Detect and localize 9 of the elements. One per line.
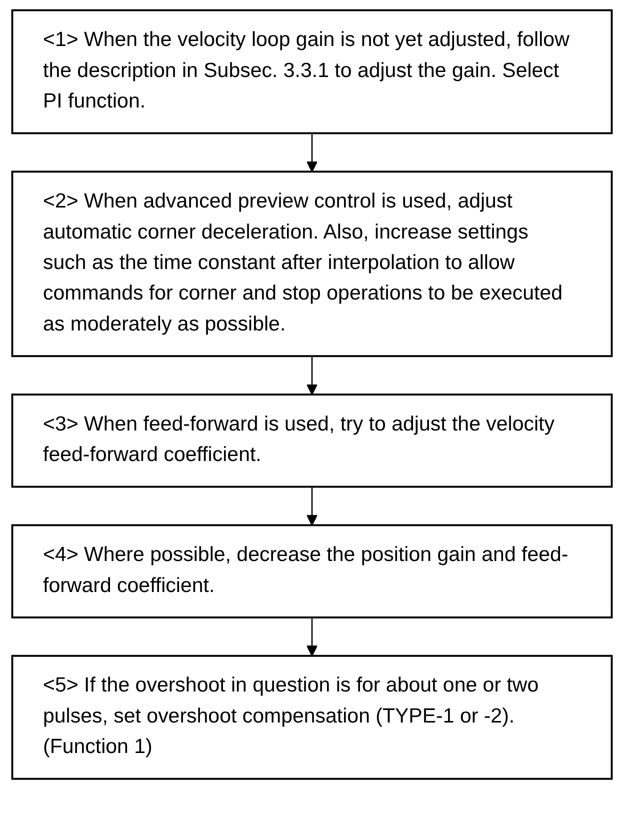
node-box: <1> When the velocity loop gain is not yet adjusted, follow the description in Subsec. 3.3.1 to adjust the gain. Select PI function.: [11, 9, 613, 134]
arrow: [306, 133, 318, 172]
arrow: [306, 486, 318, 526]
node-box: <2> When advanced preview control is used, adjust automatic corner deceleration. Also, increase settings such as the time constant after interpolation to allow commands for corner and stop operations to be executed as moderately as possible.: [11, 170, 613, 358]
node-box: <4> Where possible, decrease the position gain and feed-forward coefficient.: [11, 524, 613, 618]
arrow: [306, 617, 318, 656]
arrow: [306, 356, 318, 396]
node-box: <3> When feed-forward is used, try to adjust the velocity feed-forward coefficient.: [11, 394, 613, 488]
node-box: <5> If the overshoot in question is for about one or two pulses, set overshoot compensation (TYPE-1 or -2). (Function 1): [11, 654, 613, 780]
